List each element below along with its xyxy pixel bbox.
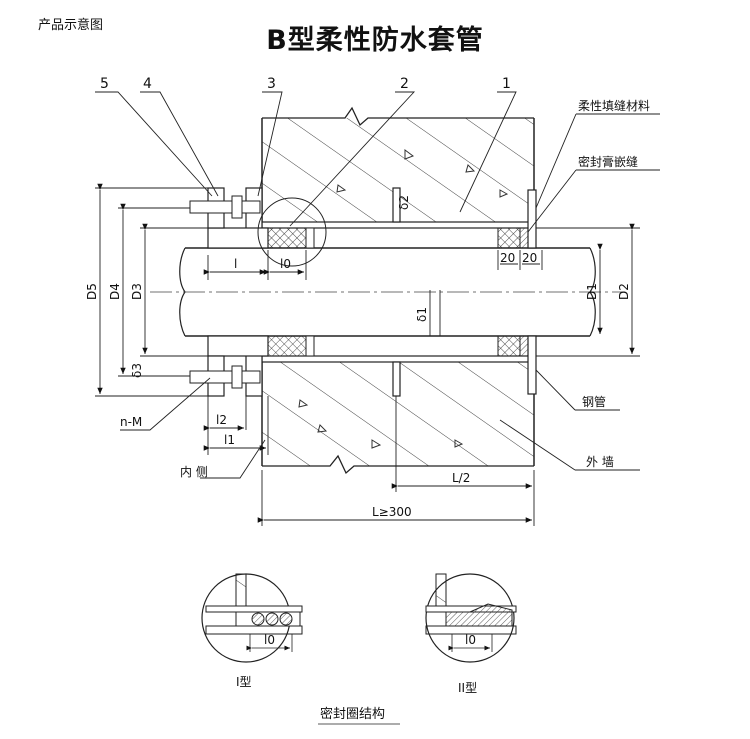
dim-D1: D1 (585, 283, 599, 300)
detail-type-1 (201, 573, 303, 663)
detail-type-2 (425, 573, 517, 663)
seal-rings (267, 227, 529, 357)
caption-label: 产品示意图 (38, 18, 104, 33)
dim-delta1: δ1 (415, 307, 429, 322)
dim-D4: D4 (108, 283, 122, 300)
detail-2-label: II型 (458, 681, 477, 695)
dim-l1: l1 (224, 433, 235, 447)
note-steel-pipe: 钢管 (582, 394, 606, 409)
callout-1: 1 (502, 76, 511, 92)
callout-2: 2 (400, 76, 409, 92)
dim-20-a: 20 (500, 251, 515, 265)
dim-D5: D5 (85, 283, 99, 300)
dim-delta2: δ2 (397, 195, 411, 210)
steel-pipe (150, 247, 625, 337)
wall-section (261, 106, 535, 475)
dim-l0: l0 (280, 257, 291, 271)
page-title: B型柔性防水套管 (266, 25, 484, 56)
detail-1-l0: l0 (264, 633, 275, 647)
note-inner-side: 内 侧 (180, 465, 208, 479)
dim-delta3: δ3 (130, 363, 144, 378)
dimension-lines (95, 183, 640, 526)
note-filler: 柔性填缝材料 (578, 98, 650, 113)
note-sealant: 密封膏嵌缝 (578, 154, 638, 169)
sleeve (261, 187, 537, 397)
detail-circle (257, 197, 327, 267)
detail-2-l0: l0 (465, 633, 476, 647)
dim-l: l (234, 257, 237, 271)
dim-D3: D3 (130, 283, 144, 300)
dim-D2: D2 (617, 283, 631, 300)
dim-n-M: n-M (120, 415, 142, 429)
leader-lines (95, 91, 660, 479)
dim-l2: l2 (216, 413, 227, 427)
callout-5: 5 (100, 76, 109, 92)
detail-caption: 密封圈结构 (320, 706, 385, 722)
detail-1-label: I型 (236, 675, 252, 689)
dim-L: L≥300 (372, 505, 412, 519)
note-outer-wall: 外 墙 (586, 455, 614, 469)
dim-half-L: L/2 (452, 471, 470, 485)
callout-3: 3 (267, 76, 276, 92)
callout-4: 4 (143, 76, 152, 92)
dim-20-b: 20 (522, 251, 537, 265)
